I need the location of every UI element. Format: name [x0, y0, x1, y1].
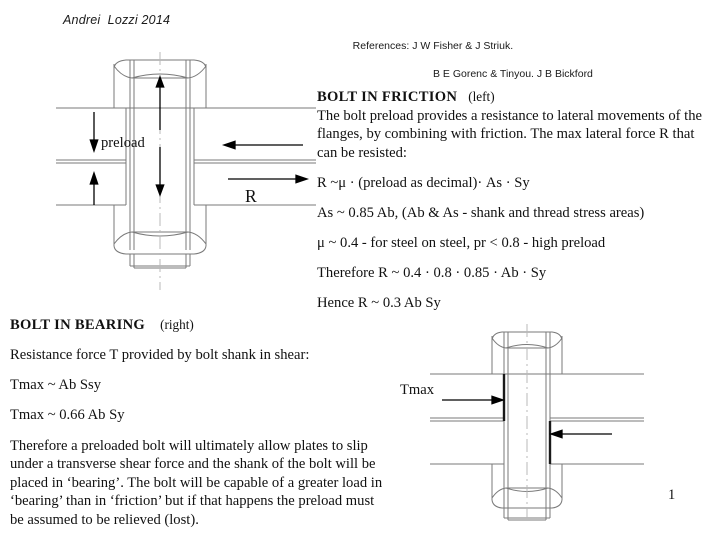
- bearing-intro: Resistance force T provided by bolt shan…: [10, 347, 310, 364]
- bearing-heading-text: BOLT IN BEARING: [10, 317, 146, 333]
- force-R-label: R: [245, 186, 257, 206]
- preload-clamp-arrows: [89, 112, 99, 205]
- bearing-equation-2: Tmax ~ 0.66 Ab Sy: [10, 407, 125, 424]
- lateral-force-arrows: [221, 140, 310, 184]
- preload-label: preload: [101, 135, 145, 151]
- friction-paragraph: The bolt preload provides a resistance t…: [317, 107, 702, 161]
- friction-equation-3: μ ~ 0.4 - for steel on steel, pr < 0.8 -…: [317, 235, 606, 252]
- bearing-heading: BOLT IN BEARING (right): [10, 316, 390, 335]
- friction-heading-note: (left): [468, 89, 495, 104]
- friction-equation-2: As ~ 0.85 Ab, (Ab & As - shank and threa…: [317, 204, 645, 221]
- friction-equation-1: R ~μ · (preload as decimal)· As · Sy: [317, 174, 530, 191]
- bearing-contact-edges: [502, 374, 552, 464]
- friction-equation-4: Therefore R ~ 0.4 · 0.8 · 0.85 · Ab · Sy: [317, 265, 547, 282]
- references-line-2: B E Gorenc & Tinyou. J B Bickford: [433, 68, 593, 80]
- friction-equation-5: Hence R ~ 0.3 Ab Sy: [317, 295, 441, 312]
- bearing-closing-paragraph: Therefore a preloaded bolt will ultimate…: [10, 437, 383, 528]
- bolt-in-bearing-text: BOLT IN BEARING (right) Resistance force …: [10, 316, 390, 529]
- bolt-in-friction-text: BOLT IN FRICTION (left) The bolt preload …: [317, 88, 709, 313]
- tmax-arrows: [442, 395, 612, 439]
- friction-heading: BOLT IN FRICTION (left): [317, 88, 709, 107]
- bearing-equation-1: Tmax ~ Ab Ssy: [10, 377, 102, 394]
- bolt-in-bearing-diagram: Tmax: [392, 322, 652, 527]
- references-line-1: References: J W Fisher & J Striuk.: [352, 40, 514, 52]
- preload-internal-arrows: [155, 75, 165, 197]
- bolt-in-friction-diagram: preload R: [48, 50, 328, 310]
- tmax-label: Tmax: [400, 382, 435, 398]
- page-number: 1: [668, 487, 676, 503]
- references-block: References: J W Fisher & J Striuk. B E G…: [341, 25, 593, 109]
- author-byline: Andrei Lozzi 2014: [63, 13, 171, 27]
- friction-heading-text: BOLT IN FRICTION: [317, 89, 458, 105]
- bearing-heading-note: (right): [160, 317, 194, 332]
